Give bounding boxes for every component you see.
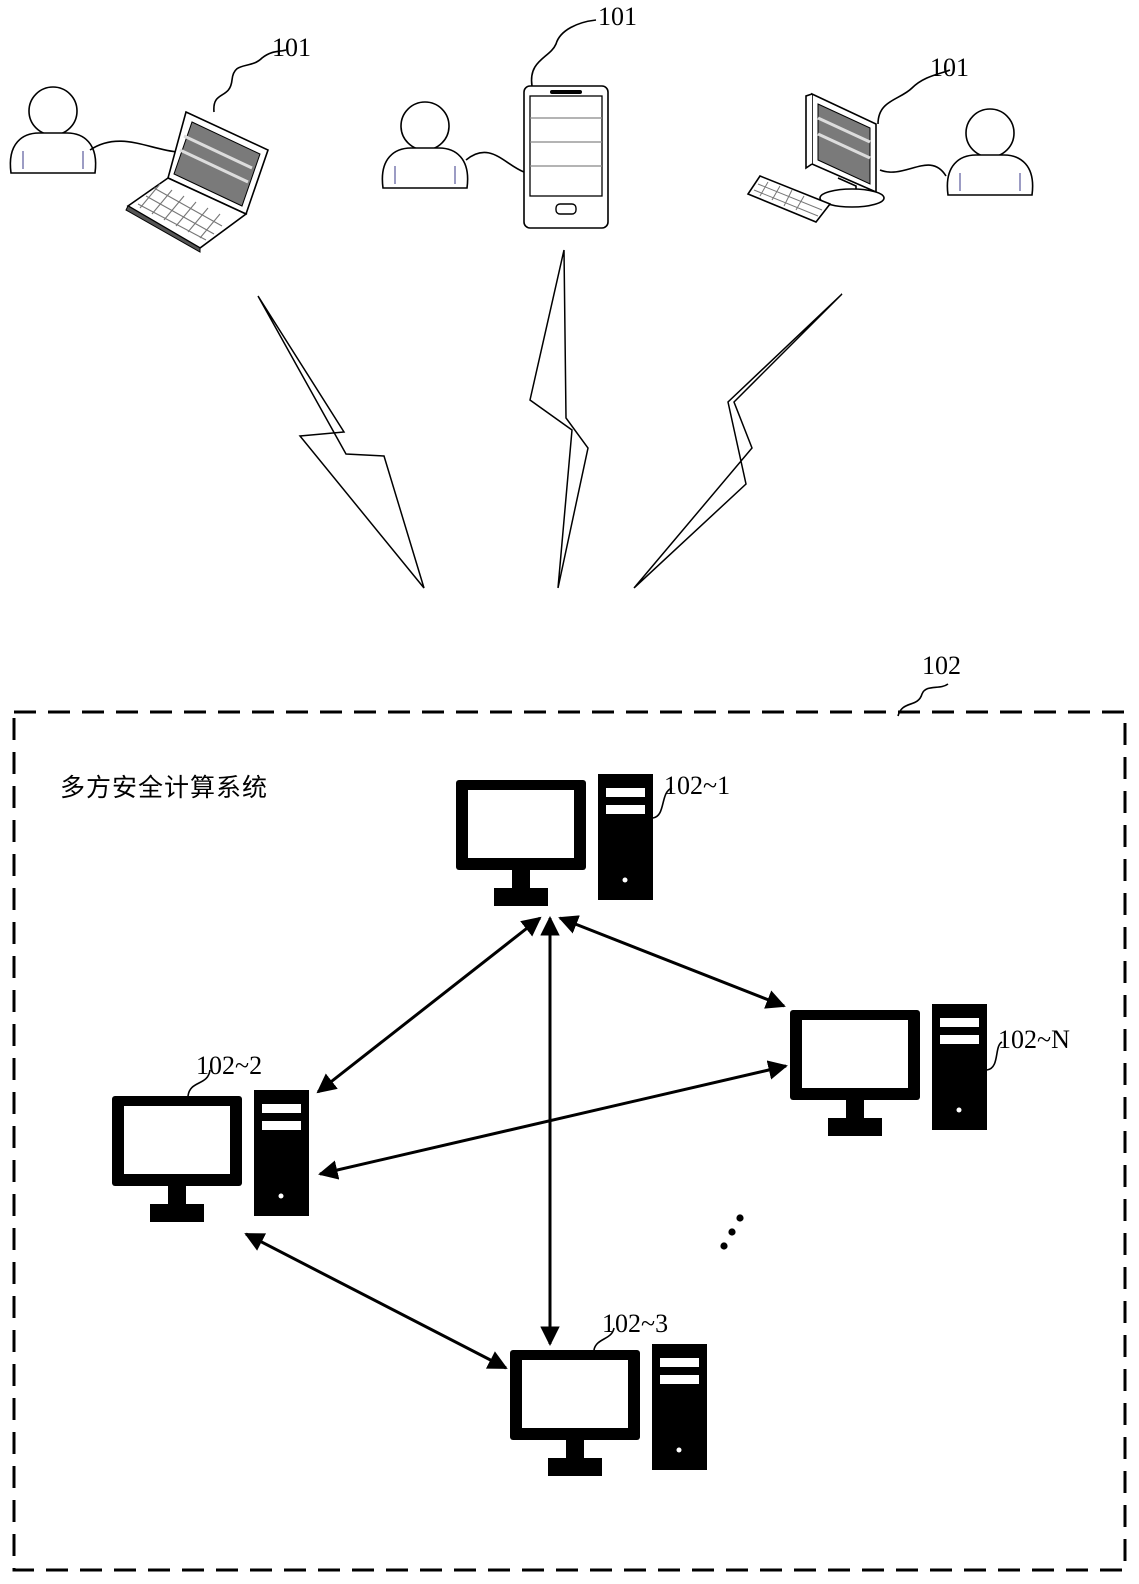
more-nodes-ellipsis — [720, 1214, 743, 1249]
phone-label: 101 — [598, 2, 637, 31]
desktop-label: 101 — [930, 53, 969, 82]
node-2: 102~2 — [112, 1051, 309, 1222]
node-n: 102~N — [790, 1004, 1070, 1136]
desktop-icon — [748, 94, 884, 222]
link-node1-noden — [560, 918, 784, 1006]
node-2-label: 102~2 — [196, 1051, 262, 1080]
link-node1-node2 — [318, 918, 540, 1092]
node-n-label: 102~N — [998, 1025, 1070, 1054]
node-1: 102~1 — [456, 771, 730, 906]
phone-icon — [524, 86, 608, 228]
node-1-label: 102~1 — [664, 771, 730, 800]
node-3: 102~3 — [510, 1309, 707, 1476]
wireless-link-right — [634, 294, 842, 588]
user-icon — [10, 87, 95, 173]
system-title: 多方安全计算系统 — [60, 773, 268, 802]
user-icon — [947, 109, 1032, 195]
user-phone-group: 101 — [382, 2, 637, 228]
laptop-label: 101 — [272, 33, 311, 62]
system-label: 102 — [922, 651, 961, 680]
node-3-label: 102~3 — [602, 1309, 668, 1338]
user-desktop-group: 101 — [748, 53, 1033, 222]
user-icon — [382, 102, 467, 188]
wireless-link-left — [258, 296, 424, 588]
link-node2-noden — [320, 1066, 786, 1174]
user-laptop-group: 101 — [10, 33, 311, 252]
leader-line — [532, 20, 596, 86]
laptop-icon — [126, 112, 268, 252]
wireless-link-middle — [530, 250, 588, 588]
link-node2-node3 — [246, 1234, 506, 1368]
